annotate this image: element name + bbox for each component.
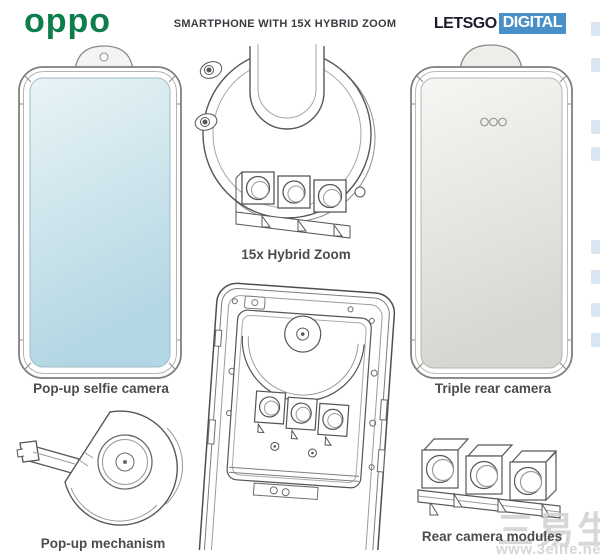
hybrid-zoom-caption: 15x Hybrid Zoom (241, 247, 351, 262)
rear-camera-modules-drawing (408, 426, 580, 536)
watermark-url-text: www.3elife.net (496, 541, 600, 558)
popup-mechanism-caption: Pop-up mechanism (40, 536, 166, 551)
front-phone-caption: Pop-up selfie camera (33, 381, 169, 396)
letsgo-logo-text: LETSGO (433, 14, 497, 32)
watermark-chinese-text: 三易生活 (497, 510, 600, 551)
front-phone-drawing (15, 40, 185, 385)
letsgodigital-logo: LETSGO DIGITAL (434, 13, 566, 34)
digital-logo-badge: DIGITAL (498, 13, 566, 34)
page-title: SMARTPHONE WITH 15X HYBRID ZOOM (173, 18, 397, 30)
internal-frame-drawing (193, 276, 405, 550)
back-phone-caption: Triple rear camera (434, 381, 552, 396)
oppo-logo: oppo (24, 2, 112, 40)
triple-camera-holes (480, 117, 507, 127)
rear-camera-modules-caption: Rear camera modules (421, 529, 563, 544)
back-phone-drawing (408, 40, 578, 385)
hybrid-zoom-module-drawing (192, 42, 392, 252)
popup-mechanism-drawing (15, 402, 190, 537)
